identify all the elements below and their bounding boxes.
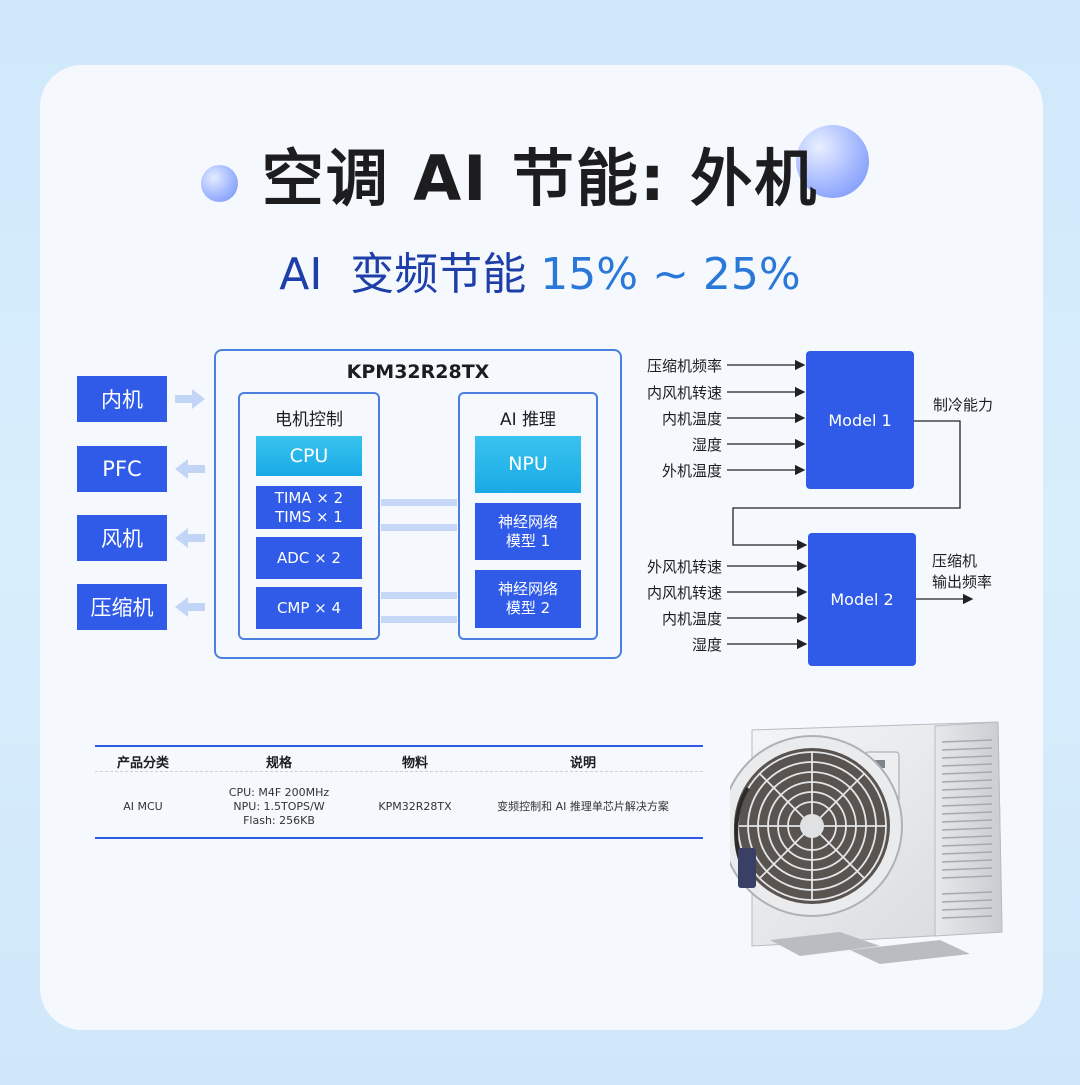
- table-cell: KPM32R28TX: [378, 799, 452, 813]
- subtitle-percent: 15% ~ 25%: [540, 249, 801, 300]
- bus-bar: [381, 616, 457, 623]
- module-fan: 风机: [77, 515, 167, 561]
- motor-control-title: 电机控制: [275, 410, 343, 430]
- bus-bar: [381, 499, 457, 506]
- model-1-block: Model 1: [806, 351, 914, 489]
- model-1-input: 内机温度: [661, 410, 722, 428]
- npu-block: NPU: [475, 436, 581, 493]
- model-1-input: 湿度: [691, 436, 722, 454]
- outdoor-unit-image: [730, 721, 1003, 964]
- table-header: 规格: [265, 756, 292, 771]
- module-indoor-unit: 内机: [77, 376, 167, 422]
- model-2-input: 内机温度: [661, 610, 722, 628]
- table-header-row: 产品分类 规格 物料 说明: [95, 746, 703, 776]
- model-2-input: 湿度: [691, 636, 722, 654]
- page-title: 空调 AI 节能: 外机: [261, 142, 819, 215]
- arrow-left-icon: [175, 459, 205, 479]
- table-header: 说明: [569, 756, 596, 771]
- arrow-left-icon: [175, 597, 205, 617]
- table-header: 产品分类: [116, 756, 169, 771]
- nn-model-1-block: 神经网络 模型 1: [475, 503, 581, 560]
- chip-name: KPM32R28TX: [346, 361, 490, 383]
- model-2-output: 压缩机 输出频率: [932, 552, 993, 591]
- cmp-block: CMP × 4: [256, 587, 362, 629]
- model-1-output: 制冷能力: [933, 396, 994, 414]
- model-2-input: 外风机转速: [646, 558, 722, 576]
- bus-bar: [381, 592, 457, 599]
- model-1-input: 外机温度: [661, 462, 722, 480]
- arrow-right-icon: [175, 389, 205, 409]
- table-cell: 变频控制和 AI 推理单芯片解决方案: [497, 799, 669, 813]
- module-compressor: 压缩机: [77, 584, 167, 630]
- decorative-bubble: [201, 165, 238, 202]
- model-1-input: 内风机转速: [646, 384, 722, 402]
- adc-block: ADC × 2: [256, 537, 362, 579]
- ai-inference-title: AI 推理: [499, 410, 557, 430]
- arrow-left-icon: [175, 528, 205, 548]
- table-divider: [95, 771, 703, 772]
- cpu-block: CPU: [256, 436, 362, 476]
- model-1-input: 压缩机频率: [646, 357, 722, 375]
- decorative-bubble-large: [796, 125, 869, 198]
- product-table: 产品分类 规格 物料 说明 AI MCU CPU: M4F 200MHz NPU…: [95, 745, 703, 839]
- table-header: 物料: [401, 756, 428, 771]
- module-pfc: PFC: [77, 446, 167, 492]
- model-2-block: Model 2: [808, 533, 916, 666]
- table-cell: AI MCU: [123, 799, 163, 813]
- timer-block: TIMA × 2 TIMS × 1: [256, 486, 362, 529]
- bus-bar: [381, 524, 457, 531]
- table-cell: CPU: M4F 200MHz NPU: 1.5TOPS/W Flash: 25…: [228, 785, 330, 827]
- page-subtitle: AI 变频节能 15% ~ 25%: [0, 238, 1080, 302]
- model-2-input: 内风机转速: [646, 584, 722, 602]
- table-row: AI MCU CPU: M4F 200MHz NPU: 1.5TOPS/W Fl…: [95, 776, 703, 838]
- subtitle-prefix: AI 变频节能: [279, 249, 541, 300]
- nn-model-2-block: 神经网络 模型 2: [475, 570, 581, 628]
